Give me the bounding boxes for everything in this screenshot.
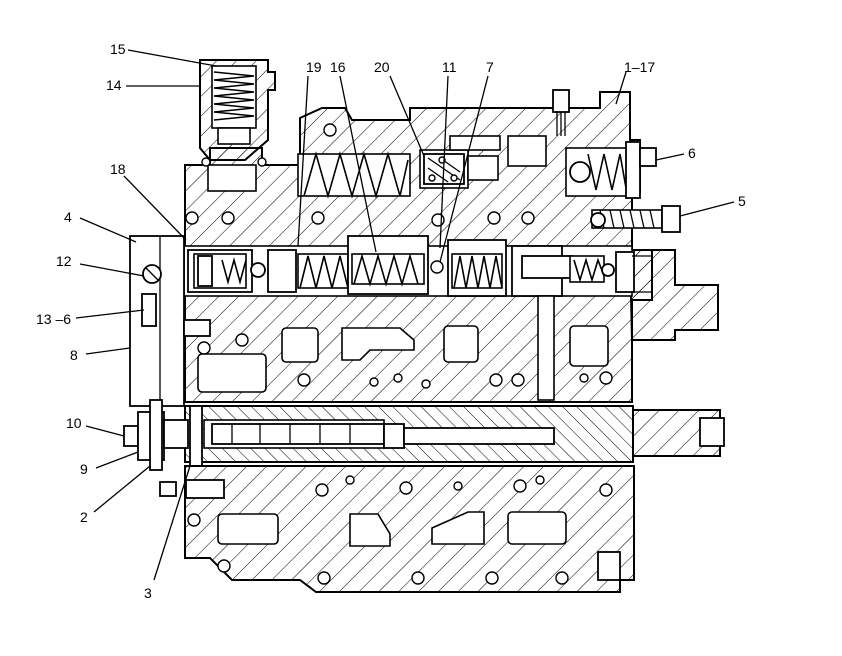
callout-1-17: 1–17 [624,59,655,75]
callout-9: 9 [80,461,88,477]
callout-15: 15 [110,41,126,57]
callout-16: 16 [330,59,346,75]
callout-11: 11 [442,59,457,75]
callout-6: 6 [688,145,696,161]
callout-2: 2 [80,509,88,525]
callout-14: 14 [106,77,122,93]
upper-spring-bore [297,135,547,199]
left-end-plate [129,235,211,407]
callout-5: 5 [738,193,746,209]
callout-20: 20 [374,59,390,75]
valve-body-passages [185,123,613,401]
accumulator-housing [199,59,276,192]
callout-18: 18 [110,161,126,177]
lower-valve-body [159,465,635,593]
callout-4: 4 [64,209,72,225]
callout-12: 12 [56,253,72,269]
main-spool-bore [183,235,653,297]
check-valve-assembly [552,89,657,199]
separator-plate [184,405,725,463]
callout-7: 7 [486,59,494,75]
callout-19: 19 [306,59,322,75]
callout-labels: 15 14 19 16 20 11 7 1–17 6 5 18 4 12 13 … [36,41,746,601]
callout-13-6: 13 –6 [36,311,71,327]
bolt-assembly [123,399,203,471]
bolt-5 [590,205,681,233]
callout-10: 10 [66,415,82,431]
callout-8: 8 [70,347,78,363]
leader-lines [75,49,735,581]
callout-3: 3 [144,585,152,601]
